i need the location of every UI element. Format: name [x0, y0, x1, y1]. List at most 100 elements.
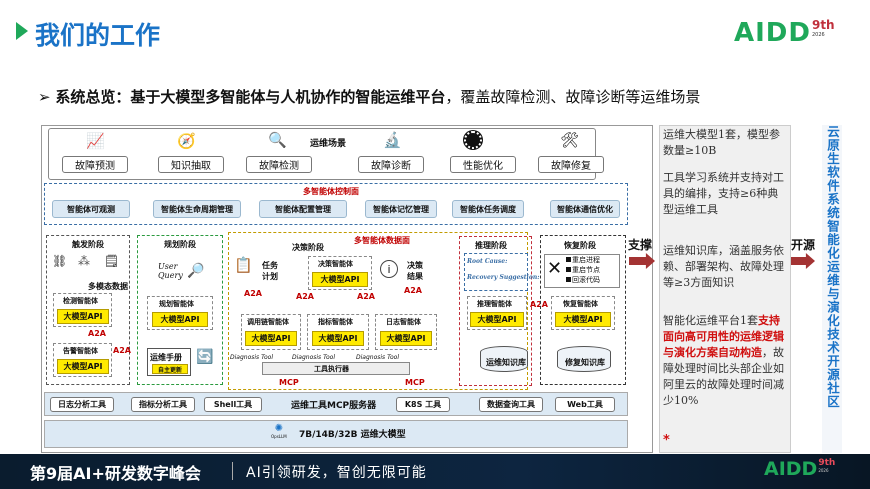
decider-agent-label: 决策智能体 — [318, 260, 353, 268]
a2a-label: A2A — [244, 289, 262, 298]
control-item: 智能体任务调度 — [452, 200, 524, 218]
support-label: 支撑 — [628, 238, 653, 252]
log-agent-label: 日志智能体 — [386, 318, 421, 326]
title-arrow-icon — [16, 22, 28, 40]
control-item: 智能体生命周期管理 — [153, 200, 241, 218]
llm-logo-icon: ✺ — [274, 423, 284, 434]
decision-result-label: 决策结果 — [407, 261, 423, 281]
diag-tool-label: Diagnosis Tool — [230, 354, 274, 361]
header-logo: AIDD 9th 2026 — [734, 18, 835, 48]
repair-db-icon — [557, 346, 611, 372]
diag-tool-label: Diagnosis Tool — [292, 354, 336, 361]
llm-api-badge: 大模型API — [312, 272, 368, 287]
control-plane-label: 多智能体控制面 — [303, 187, 359, 196]
doc-icon: 🗒 — [104, 254, 120, 268]
metric-agent-label: 指标智能体 — [318, 318, 353, 326]
root-cause-label: Root Cause: — [467, 258, 508, 265]
support-arrow — [629, 253, 655, 269]
executor-label: 工具执行器 — [314, 365, 349, 373]
footer-divider — [232, 462, 233, 480]
repair-kb-label: 修复知识库 — [565, 358, 605, 367]
data-plane-label: 多智能体数据面 — [354, 236, 410, 245]
mcp-label: MCP — [405, 378, 425, 387]
community-label: 云原生软件系统智能化运维与演化技术开源社区 — [825, 125, 840, 409]
reason-stage — [459, 236, 532, 386]
decider-agent — [308, 256, 372, 290]
deliverable-platform: 智能化运维平台1套支持面向高可用性的运维逻辑与演化方案自动构造，故障处理时间比头… — [663, 314, 784, 407]
footer-slogan: AI引领研发，智创无限可能 — [246, 465, 427, 481]
a2a-label: A2A — [404, 286, 422, 295]
recovery-label: Recovery Suggestion: — [467, 274, 540, 281]
a2a-label: A2A — [296, 292, 314, 301]
dots-icon: ⁂ — [78, 254, 90, 268]
plan-label: 规划阶段 — [164, 240, 196, 249]
tool-item: 指标分析工具 — [131, 397, 195, 412]
llm-api-badge: 大模型API — [57, 309, 109, 324]
reason-label: 推理阶段 — [475, 241, 507, 250]
data-plane — [228, 232, 528, 390]
microscope-icon: 🔬 — [383, 131, 402, 149]
model-row — [44, 420, 628, 448]
knowledge-db-icon — [480, 346, 528, 372]
recover-agent — [551, 296, 615, 330]
control-item: 智能体可观测 — [52, 200, 130, 218]
decision-label: 决策阶段 — [292, 243, 324, 252]
log-agent — [375, 314, 437, 350]
tool-item: K8S 工具 — [396, 397, 450, 412]
recover-label: 恢复阶段 — [564, 241, 596, 250]
wrench-icon: 🛠 — [560, 131, 580, 149]
action-restart-process: 重启进程 — [566, 255, 600, 265]
control-item: 智能体通信优化 — [550, 200, 620, 218]
open-label: 开源 — [791, 238, 816, 252]
trace-agent — [241, 314, 301, 350]
control-item: 智能体配置管理 — [259, 200, 347, 218]
scenario-item: 故障检测 — [246, 156, 312, 173]
footnote-star: * — [663, 433, 670, 448]
action-restart-node: 重启节点 — [566, 265, 600, 275]
a2a-label: A2A — [88, 329, 106, 338]
manual-label: 运维手册 — [150, 353, 182, 362]
trigger-stage — [46, 235, 130, 385]
mcp-label: MCP — [279, 378, 299, 387]
chart-icon: 📈 — [86, 132, 105, 150]
mcp-server-label: 运维工具MCP服务器 — [291, 401, 377, 411]
refresh-icon: 🔄 — [196, 349, 214, 365]
open-arrow — [789, 253, 815, 269]
executor-box — [262, 362, 410, 375]
recover-actions — [544, 254, 620, 288]
page-title: 我们的工作 — [35, 21, 161, 50]
gauge-icon — [464, 131, 482, 149]
a2a-label: A2A — [530, 300, 548, 309]
tool-item: 数据查询工具 — [479, 397, 543, 412]
deliverable-model: 运维大模型1套，模型参数量≥10B — [663, 128, 780, 157]
ops-kb-label: 运维知识库 — [486, 358, 526, 367]
model-label: 7B/14B/32B 运维大模型 — [299, 430, 406, 440]
a2a-label: A2A — [113, 346, 131, 355]
scenario-item: 知识抽取 — [158, 156, 224, 173]
tools-cross-icon: ✕ — [547, 258, 563, 279]
plan-stage — [137, 235, 223, 385]
diag-tool-label: Diagnosis Tool — [356, 354, 400, 361]
auto-update-badge: 自主更新 — [152, 364, 188, 374]
recover-stage — [540, 235, 626, 385]
opsllm-logo: ✺ OpsLLM — [271, 423, 287, 439]
llm-api-badge: 大模型API — [152, 312, 208, 327]
tool-item: 日志分析工具 — [50, 397, 114, 412]
subtitle: ➢ 系统总览：基于大模型多智能体与人机协作的智能运维平台，覆盖故障检测、故障诊断… — [38, 88, 701, 106]
tool-item: Shell工具 — [204, 397, 262, 412]
network-icon: ⛓ — [52, 254, 68, 268]
scenario-item: 性能优化 — [450, 156, 516, 173]
llm-api-badge: 大模型API — [312, 331, 364, 346]
planner-agent — [147, 296, 213, 330]
scenario-item: 故障预测 — [62, 156, 128, 173]
query-icon: 🔎 — [187, 263, 205, 279]
planner-agent-label: 规划智能体 — [159, 300, 194, 308]
knowledge-icon: 🧭 — [177, 132, 196, 150]
scenario-item: 故障诊断 — [358, 156, 424, 173]
detect-agent — [53, 293, 112, 327]
reason-agent — [467, 296, 527, 330]
trigger-label: 触发阶段 — [72, 240, 104, 249]
trace-agent-label: 调用链智能体 — [247, 318, 289, 326]
task-plan-label: 任务计划 — [262, 261, 278, 281]
multimodal-label: 多模态数据 — [88, 282, 128, 291]
